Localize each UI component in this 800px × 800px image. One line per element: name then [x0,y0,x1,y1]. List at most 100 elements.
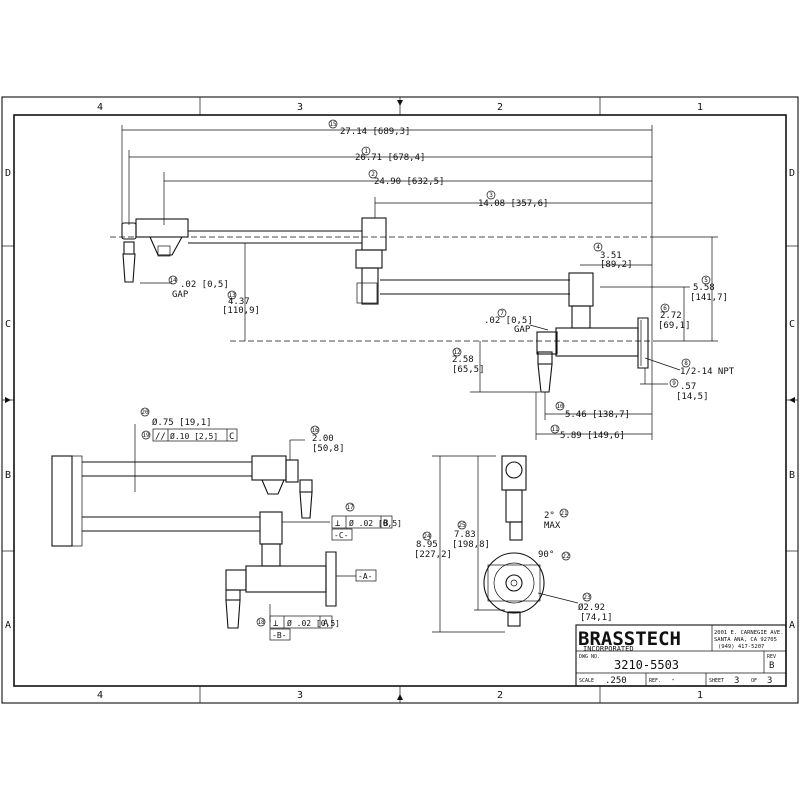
balloon-17: 17 [346,504,354,511]
dim-2-text: 24.90 [632,5] [374,177,444,187]
dim-9-text1: .57 [680,382,696,392]
balloon-6: 6 [663,305,667,312]
inner-border [13,114,787,687]
zone-col-1-top: 1 [697,102,703,113]
balloon-23: 23 [583,594,591,601]
balloon-13: 13 [228,292,236,299]
company-sub: INCORPORATED [583,645,634,653]
fcf-17-tol: Ø .02 [0,5] [349,518,402,528]
fcf-18: ⊥ Ø .02 [0,5] A -B- [269,615,340,641]
dim-10-text: 5.46 [138,7] [565,410,630,420]
scale-label: SCALE [579,678,594,684]
balloon-8: 8 [684,360,688,367]
sheet-value: 3 [734,676,739,686]
zone-col-3-top: 3 [297,102,303,113]
dim-13-text1: 4.37 [228,297,250,307]
fcf-17-symbol: ⊥ [335,519,341,529]
zone-row-d-right: D [789,168,795,179]
fcf-17-datum-ref: B [383,519,388,529]
balloon-18: 18 [257,619,265,626]
dim-21-text1: 2° [544,511,555,521]
zone-col-2-top: 2 [497,102,503,113]
dim-14-text2: GAP [172,290,189,300]
dim-16-text2: [50,8] [312,444,345,454]
title-block: BRASSTECH INCORPORATED 2001 E. CARNEGIE … [575,624,787,687]
folded-view-faucet [51,424,356,629]
dim-8-text: 1/2-14 NPT [680,367,735,377]
dim-13-text2: [110,9] [222,306,260,316]
balloon-1: 1 [364,148,368,155]
dim-12-text2: [65,5] [452,365,485,375]
fcf-17-datum: -C- [334,531,348,540]
dim-7-text1: .02 [0,5] [484,316,533,326]
balloon-12: 12 [453,349,461,356]
fcf-18-tol: Ø .02 [0,5] [287,618,340,628]
dim-23-text2: [74,1] [580,613,613,623]
revision-value: B [769,661,774,671]
balloon-21: 21 [560,510,568,517]
scale-value: .250 [605,676,627,686]
dim-24-text2: [227,2] [414,550,452,560]
dim-4-text1: 3.51 [600,251,622,261]
balloon-19: 19 [142,432,150,439]
fcf-19: // Ø.10 [2,5] C [152,428,238,442]
fcf-18-datum-ref: A [323,619,329,629]
dim-14-text1: .02 [0,5] [180,280,229,290]
address-line2: SANTA ANA, CA 92705 [714,637,777,643]
balloon-16: 16 [311,427,319,434]
fcf-19-tol: Ø.10 [2,5] [170,431,218,441]
dwg-no-label: DWG NO. [579,654,600,660]
dim-7-text2: GAP [514,325,531,335]
zone-row-b-right: B [789,470,795,481]
dim-15-text: 27.14 [689,3] [340,127,410,137]
dim-6-text1: 2.72 [660,311,682,321]
dim-20-text: Ø.75 [19,1] [152,417,212,428]
balloon-11: 11 [551,426,559,433]
ref-label: REF. [649,678,661,684]
dim-5-text2: [141,7] [690,293,728,303]
top-view-faucet [110,217,655,393]
zone-row-c-right: C [789,319,795,330]
zone-col-1-bottom: 1 [697,690,703,701]
dim-25-text1: 7.83 [454,530,476,540]
dim-1-text: 26.71 [678,4] [355,153,425,163]
sheets-total: 3 [767,676,772,686]
zone-col-3-bottom: 3 [297,690,303,701]
zone-row-a-right: A [789,620,795,631]
zone-row-d-left: D [5,168,11,179]
balloon-10: 10 [556,403,564,410]
dim-25-text2: [198,8] [452,540,490,550]
balloon-15: 15 [329,121,337,128]
address-line1: 2001 E. CARNEGIE AVE. [714,630,784,636]
dim-11-text: 5.89 [149,6] [560,431,625,441]
dim-23-text1: Ø2.92 [578,602,605,613]
fcf-19-datum-ref: C [229,432,234,442]
drawing-number: 3210-5503 [614,658,679,672]
rev-label: REV [767,654,776,660]
top-dim-lines [121,125,718,440]
fcf-18-datum: -B- [272,631,286,640]
dim-24-text1: 8.95 [416,540,438,550]
balloon-7: 7 [500,310,504,317]
dimension-labels: 27.14 [689,3] 26.71 [678,4] 24.90 [632,5… [152,127,735,623]
zone-col-4-top: 4 [97,102,103,113]
dim-3-text: 14.08 [357,6] [478,199,548,209]
balloons: 15 1 2 3 4 5 6 7 8 9 10 11 12 13 14 16 1… [140,119,711,627]
zone-row-b-left: B [5,470,11,481]
balloon-22: 22 [562,553,570,560]
zone-row-a-left: A [5,620,11,631]
fcf-17: ⊥ Ø .02 [0,5] B -C- [331,515,402,541]
dim-4-text2: [89,2] [600,260,633,270]
datum-a: -A- [355,569,377,582]
datum-a-label: -A- [358,572,372,581]
company-logo-text: BRASSTECH [578,628,681,650]
dim-22-text: 90° [538,550,554,560]
of-label: OF [751,678,757,684]
balloon-9: 9 [672,380,676,387]
balloon-24: 24 [423,533,431,540]
company-phone: (949) 417-5207 [718,644,764,650]
balloon-14: 14 [169,277,177,284]
dim-12-text1: 2.58 [452,355,474,365]
balloon-2: 2 [371,171,375,178]
